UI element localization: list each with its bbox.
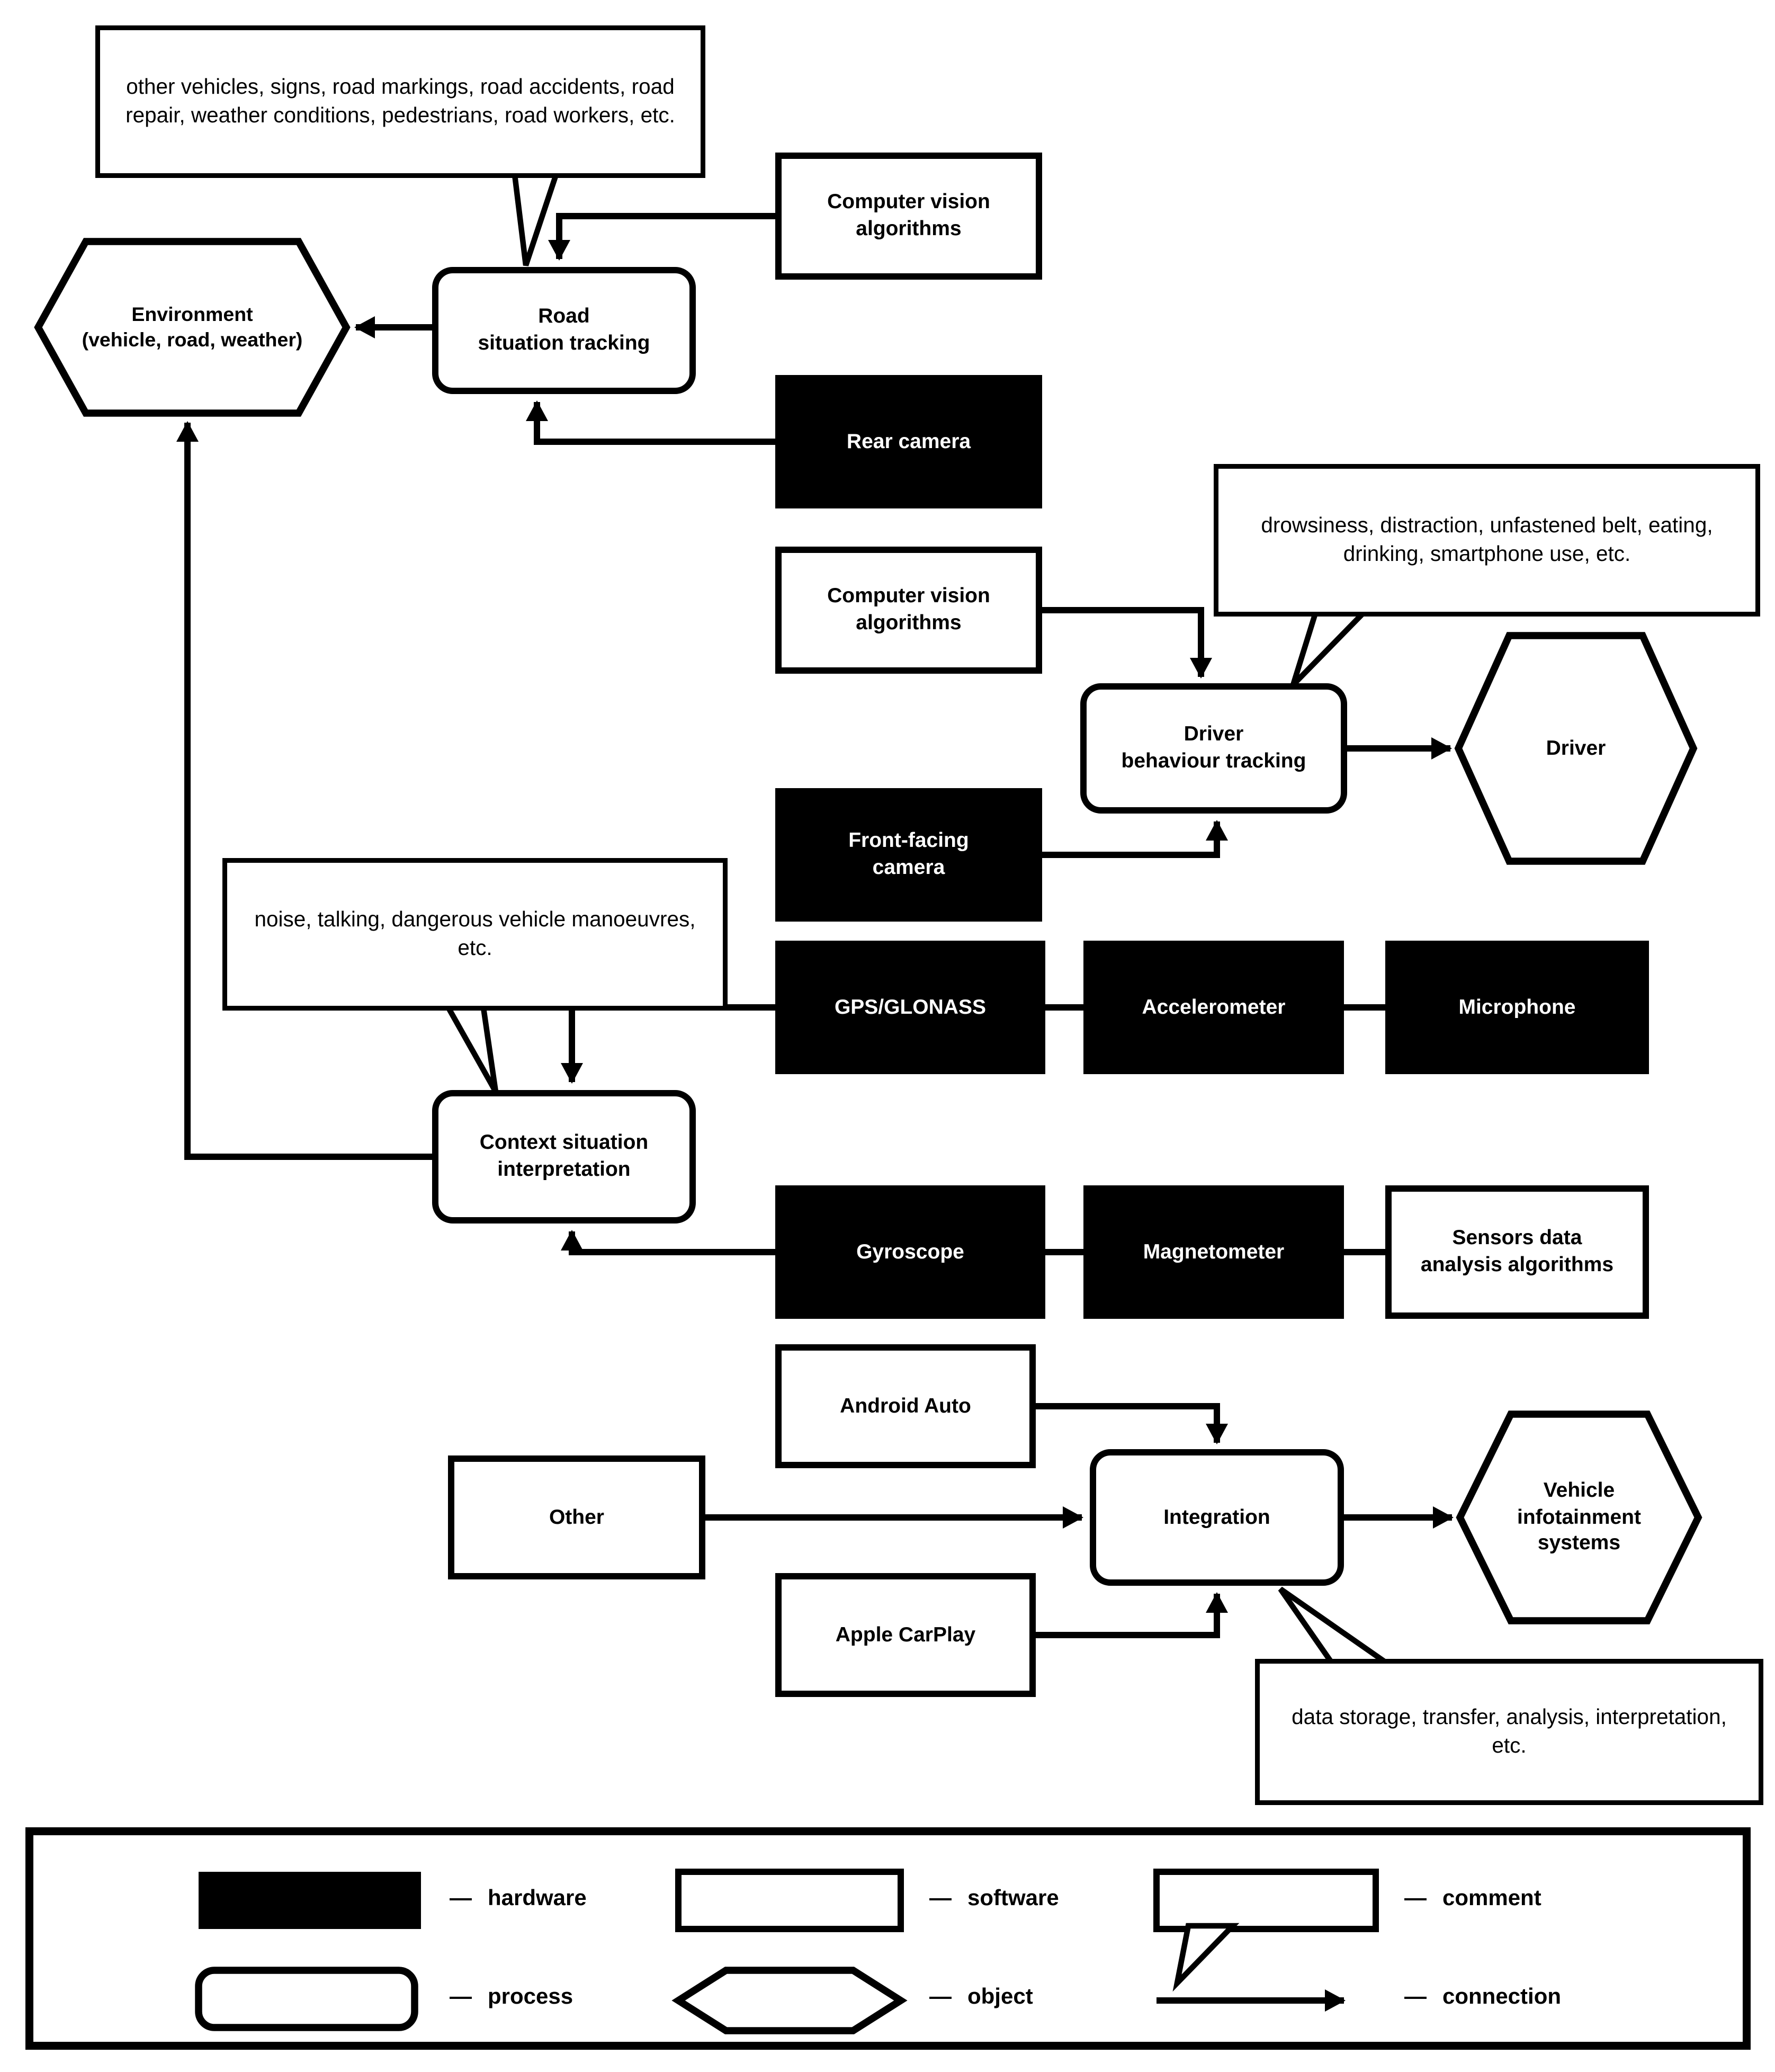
legend-comment-swatch-tail [1172, 1923, 1240, 1992]
legend-hardware-swatch [199, 1872, 421, 1929]
hardware-magnetometer: Magnetometer [1083, 1185, 1344, 1319]
object-driver-label: Driver [1546, 735, 1606, 759]
hardware-gyroscope: Gyroscope [775, 1185, 1045, 1319]
legend-dash: — [1404, 1885, 1427, 1910]
connector-gyroscope-to-context [561, 1230, 775, 1255]
legend-box [25, 1827, 1751, 2050]
connector-front-camera-to-driver-tracking [1042, 820, 1228, 858]
comment-context-tail [442, 1001, 499, 1093]
legend-label-process: — process [450, 1983, 573, 2008]
software-sensors-data-algorithms: Sensors data analysis algorithms [1385, 1185, 1649, 1319]
legend-comment-swatch [1153, 1869, 1379, 1932]
legend-dash: — [929, 1885, 952, 1910]
connector-gps-to-context [561, 1004, 775, 1084]
legend-text-software: software [967, 1885, 1059, 1910]
legend-label-comment: — comment [1404, 1885, 1541, 1910]
legend-dash: — [929, 1983, 952, 2008]
process-road-situation-tracking: Road situation tracking [432, 267, 696, 394]
legend-dash: — [450, 1983, 472, 2008]
hardware-front-facing-camera: Front-facing camera [775, 788, 1042, 922]
comment-road-situation: other vehicles, signs, road markings, ro… [95, 25, 705, 178]
legend-label-object: — object [929, 1983, 1033, 2008]
software-computer-vision-mid: Computer vision algorithms [775, 547, 1042, 674]
process-context-situation-interpretation: Context situation interpretation [432, 1090, 696, 1223]
legend-object-swatch [671, 1967, 908, 2034]
legend-dash: — [1404, 1983, 1427, 2008]
software-android-auto: Android Auto [775, 1344, 1036, 1468]
driver-hexagon [1454, 632, 1698, 865]
connector-rear-camera-to-road [526, 400, 775, 445]
vehicle-infotainment-hexagon [1456, 1410, 1702, 1624]
process-integration: Integration [1090, 1449, 1344, 1586]
connector-cv-mid-to-driver-tracking [1042, 607, 1212, 678]
legend-text-object: object [967, 1983, 1033, 2008]
connector-context-to-environment [176, 421, 432, 1160]
software-apple-carplay: Apple CarPlay [775, 1573, 1036, 1697]
comment-driver-tail [1290, 610, 1370, 687]
legend-text-process: process [488, 1983, 573, 2008]
comment-road-tail [512, 172, 560, 266]
connector-cv-top-to-road [548, 213, 775, 261]
connector-apple-to-integration [1036, 1592, 1228, 1638]
software-other: Other [448, 1455, 705, 1579]
legend-label-software: — software [929, 1885, 1059, 1910]
hardware-gps-glonass: GPS/GLONASS [775, 941, 1045, 1074]
software-computer-vision-top: Computer vision algorithms [775, 153, 1042, 280]
legend-software-swatch [675, 1869, 904, 1932]
comment-integration: data storage, transfer, analysis, interp… [1255, 1659, 1763, 1805]
legend-text-comment: comment [1442, 1885, 1541, 1910]
comment-integration-tail [1278, 1586, 1394, 1665]
legend-label-connection: — connection [1404, 1983, 1561, 2008]
object-environment-label: Environment (vehicle, road, weather) [82, 303, 303, 351]
legend-label-hardware: — hardware [450, 1885, 587, 1910]
legend-dash: — [450, 1885, 472, 1910]
object-vehicle-infotainment-label: Vehicle infotainment systems [1517, 1477, 1641, 1555]
legend-text-hardware: hardware [488, 1885, 587, 1910]
process-driver-behaviour-tracking: Driver behaviour tracking [1080, 683, 1347, 814]
hardware-accelerometer: Accelerometer [1083, 941, 1344, 1074]
hardware-microphone: Microphone [1385, 941, 1649, 1074]
legend-text-connection: connection [1442, 1983, 1562, 2008]
hardware-rear-camera: Rear camera [775, 375, 1042, 508]
comment-context-situation: noise, talking, dangerous vehicle manoeu… [222, 858, 728, 1011]
environment-hexagon [34, 238, 351, 417]
connector-android-to-integration [1036, 1403, 1228, 1444]
legend-process-swatch [195, 1967, 418, 2031]
comment-driver-behaviour: drowsiness, distraction, unfastened belt… [1214, 464, 1760, 617]
